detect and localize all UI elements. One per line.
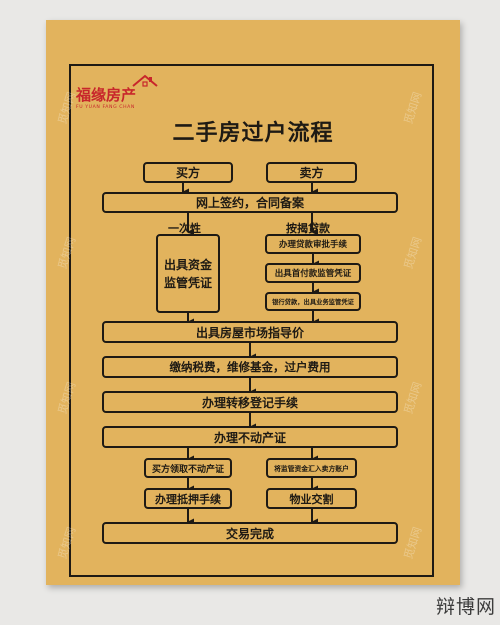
- buyer-collect-box: 买方领取不动产证: [144, 458, 232, 478]
- buyer-box: 买方: [143, 162, 233, 183]
- handover-box: 物业交割: [266, 488, 357, 509]
- logo: 福缘房产 FU YUAN FANG CHAN: [74, 74, 164, 116]
- taxes-box: 缴纳税费，维修基金，过户费用: [102, 356, 398, 378]
- loan-approval-box: 办理贷款审批手续: [265, 234, 361, 254]
- funds-to-seller-box: 将监管资金汇入卖方账户: [266, 458, 357, 478]
- logo-subtitle: FU YUAN FANG CHAN: [76, 105, 135, 110]
- lump-sum-label: 一次性: [168, 222, 201, 235]
- mortgage-label: 按揭贷款: [286, 222, 330, 235]
- fund-cert-box: 出具资金监管凭证: [156, 234, 220, 313]
- site-watermark: 辩博网: [435, 596, 496, 618]
- transfer-registration-box: 办理转移登记手续: [102, 391, 398, 413]
- page-title: 二手房过户流程: [172, 121, 334, 146]
- poster-frame: [69, 64, 434, 577]
- property-cert-box: 办理不动产证: [102, 426, 398, 448]
- poster-board: 福缘房产 FU YUAN FANG CHAN 二手房过户流程 觅知网 觅知网 觅…: [46, 20, 460, 585]
- logo-name: 福缘房产: [76, 86, 137, 104]
- down-payment-cert-box: 出具首付款监管凭证: [265, 263, 361, 283]
- bank-loan-box: 银行贷款，出具业务监管凭证: [265, 292, 361, 311]
- guide-price-box: 出具房屋市场指导价: [102, 321, 398, 343]
- complete-box: 交易完成: [102, 522, 398, 544]
- mortgage-procedure-box: 办理抵押手续: [144, 488, 232, 509]
- seller-box: 卖方: [266, 162, 357, 183]
- house-icon: [132, 74, 158, 87]
- sign-contract-box: 网上签约，合同备案: [102, 192, 398, 213]
